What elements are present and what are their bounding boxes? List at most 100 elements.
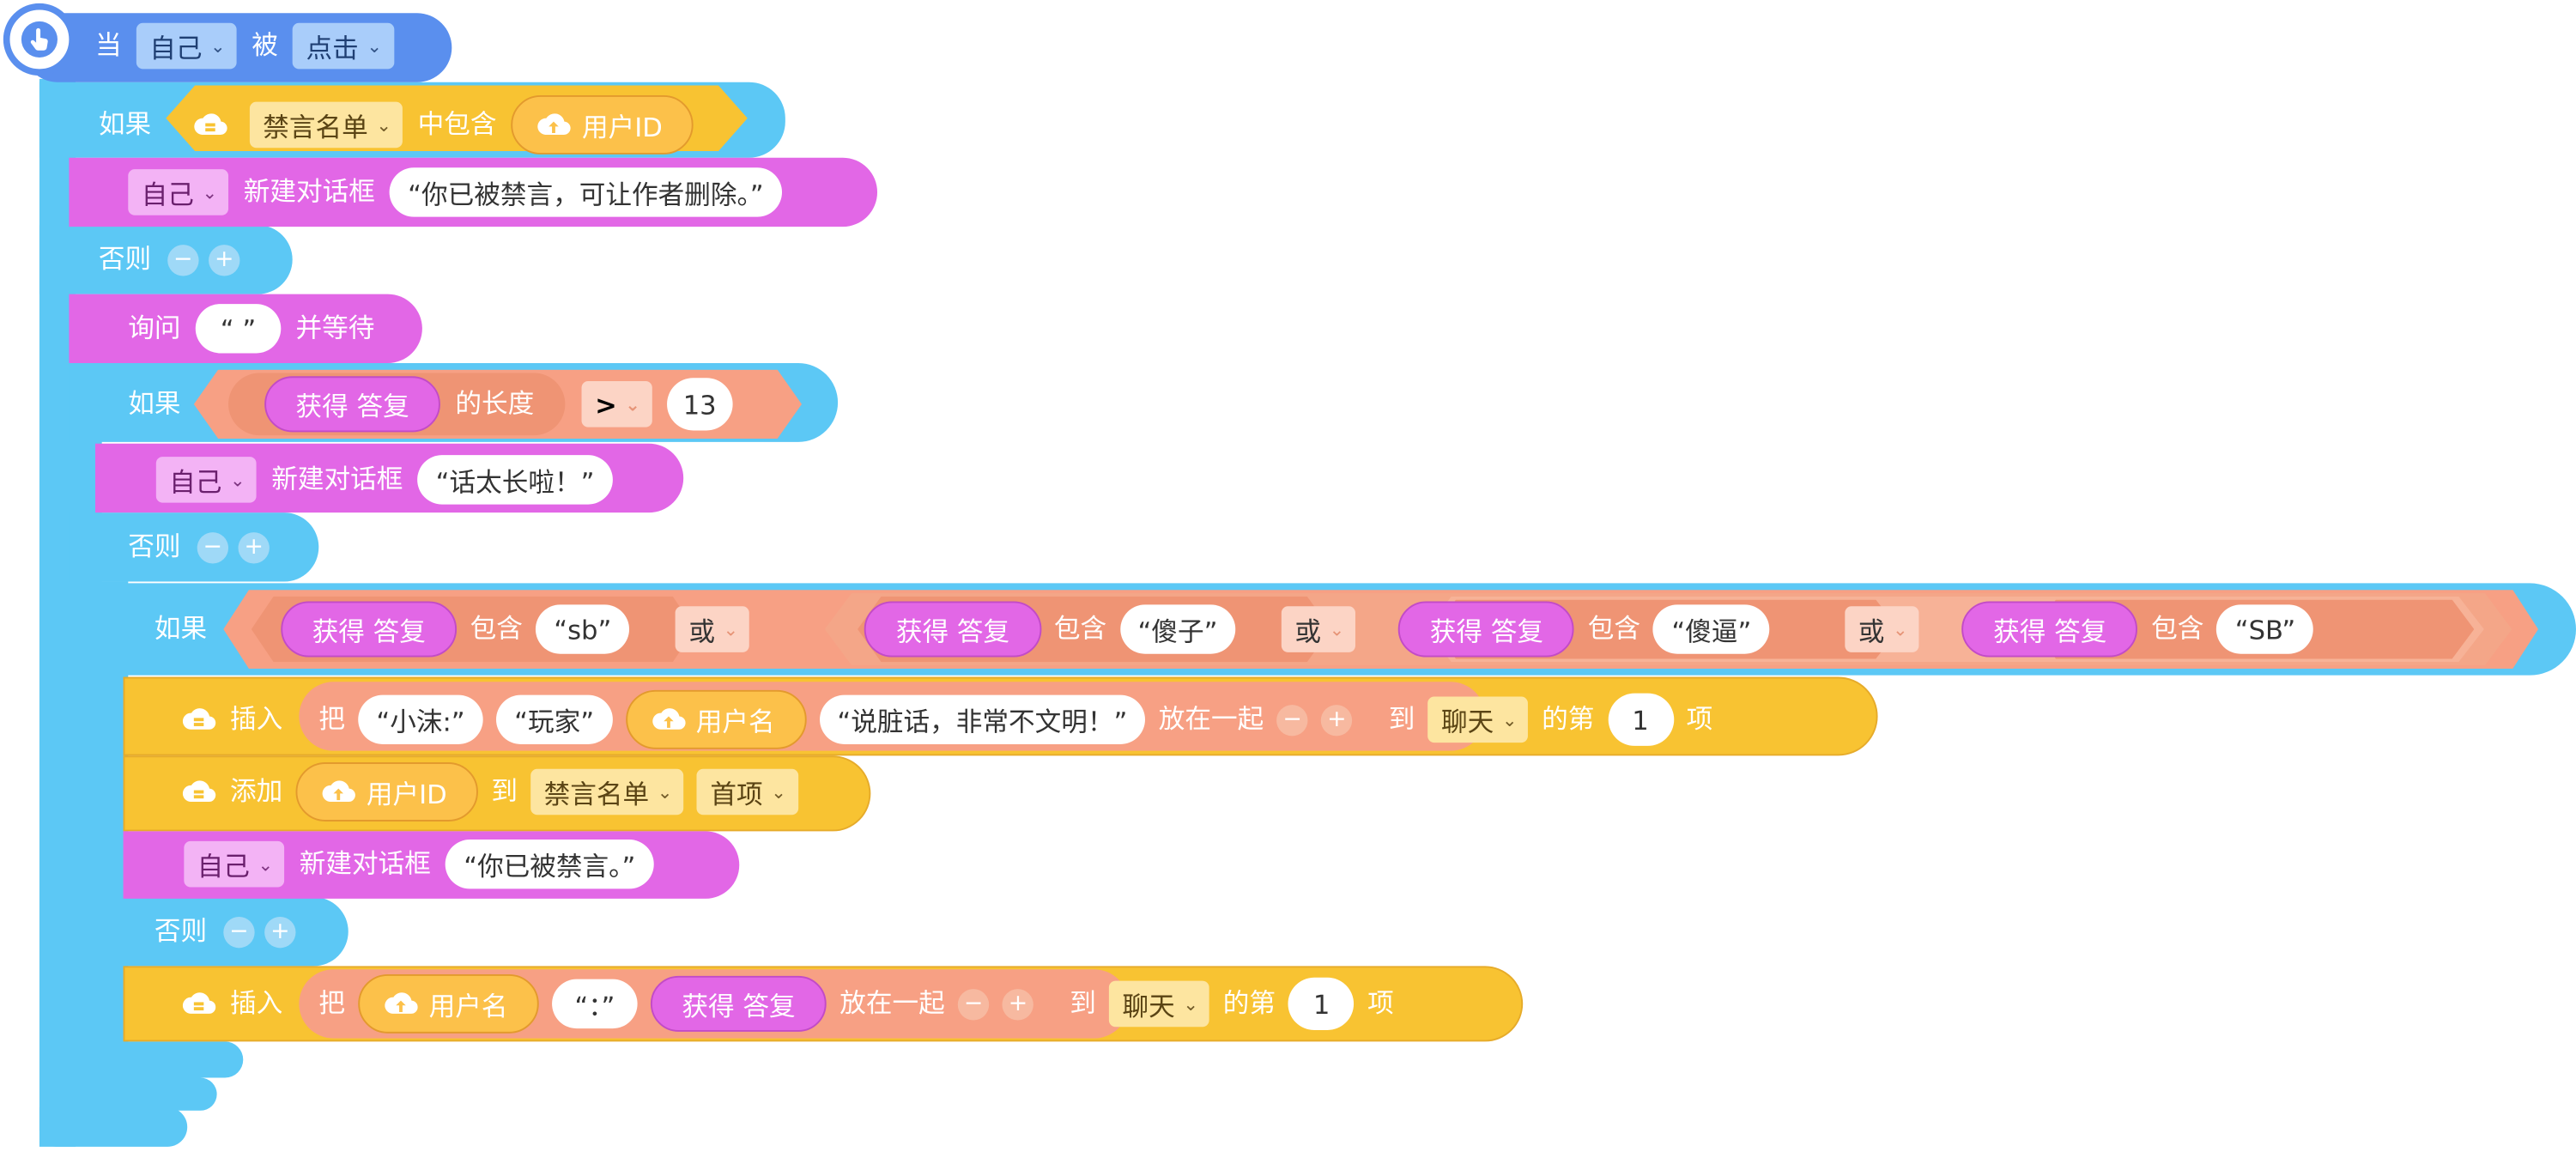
remove-join-item-button[interactable]: − [958,988,990,1020]
remove-join-item-button[interactable]: − [1276,704,1308,736]
contains-label: 包含 [1587,612,1640,645]
ask-text-input[interactable]: “ ” [195,304,282,354]
match-text-input[interactable]: “傻子” [1119,604,1236,654]
answer-reporter[interactable]: 获得 答复 [1398,601,1575,658]
cloud-variable-name: 用户名 [695,706,775,738]
else-label: 否则 [98,243,152,275]
compare-number-input[interactable]: 13 [666,378,733,431]
target-list-value: 聊天 [1122,991,1175,1022]
cloud-variable-username[interactable]: 用户名 [358,973,539,1034]
when-label: 当 [95,29,122,61]
if1-row: 如果 禁言名单 ⌄ 中包含 用户ID [99,95,694,155]
contains-label: 包含 [470,612,523,645]
or-dropdown[interactable]: 或 ⌄ [1282,606,1356,652]
answer-reporter[interactable]: 获得 答复 [650,975,827,1032]
index-input[interactable]: 1 [1607,693,1674,746]
add-branch-button[interactable]: + [264,915,296,948]
item-label: 项 [1686,703,1713,735]
chevron-down-icon: ⌄ [1183,992,1199,1015]
add-row: 添加 用户ID 到 禁言名单 ⌄ 首项 ⌄ [181,762,798,822]
cloud-upload-icon [383,989,419,1018]
is-label: 被 [252,29,278,61]
dialog-target-dropdown[interactable]: 自己 ⌄ [184,840,285,888]
cloud-variable-userid[interactable]: 用户ID [511,95,694,155]
if2-label: 如果 [128,387,181,420]
nth-label: 的第 [1222,987,1276,1019]
answer-reporter[interactable]: 获得 答复 [264,376,441,433]
target-list-dropdown[interactable]: 聊天 ⌄ [1427,696,1529,743]
chevron-down-icon: ⌄ [210,35,226,58]
event-row: 当 自己 ⌄ 被 点击 ⌄ [95,22,394,70]
else-header-bar[interactable] [39,225,293,294]
nth-label: 的第 [1542,703,1595,735]
dialog-target-dropdown[interactable]: 自己 ⌄ [128,169,229,215]
else3-row: 否则 − + [155,915,296,948]
chevron-down-icon: ⌄ [376,114,391,136]
cloud-database-icon [181,775,217,808]
or-value: 或 [1294,615,1322,648]
chevron-down-icon: ⌄ [367,35,382,58]
new-dialog-label: 新建对话框 [271,463,403,495]
dialog-target-value: 自己 [169,466,222,498]
chevron-down-icon: ⌄ [625,393,640,415]
sprite-dropdown[interactable]: 自己 ⌄ [136,22,238,70]
answer-reporter[interactable]: 获得 答复 [864,601,1041,658]
pointer-hand-icon [20,20,59,59]
to-label: 到 [491,775,518,807]
remove-branch-button[interactable]: − [223,915,255,948]
position-dropdown[interactable]: 首项 ⌄ [697,768,798,815]
join-text-input-1[interactable]: “小沫:” [358,694,483,744]
dialog-text-input[interactable]: “你已被禁言，可让作者删除。” [390,167,782,217]
remove-branch-button[interactable]: − [197,531,229,563]
match-text-input[interactable]: “SB” [2216,604,2314,654]
or-dropdown[interactable]: 或 ⌄ [676,606,750,652]
list-dropdown[interactable]: 禁言名单 ⌄ [249,101,403,149]
event-type-dropdown[interactable]: 点击 ⌄ [293,22,394,70]
or-dropdown[interactable]: 或 ⌄ [1845,606,1920,652]
dialog-text-input[interactable]: “你已被禁言。” [445,840,654,889]
contains-label: 包含 [2151,612,2204,645]
add-branch-button[interactable]: + [238,531,270,563]
add-join-item-button[interactable]: + [1002,988,1034,1020]
else-label: 否则 [128,530,181,562]
chevron-down-icon: ⌄ [657,781,673,803]
match-text-input[interactable]: “sb” [536,604,630,654]
add-branch-button[interactable]: + [209,244,240,276]
dialog-text-input[interactable]: “话太长啦！” [417,455,613,505]
put-label: 把 [318,987,345,1019]
target-list-value: 聊天 [1440,706,1494,738]
answer-reporter[interactable]: 获得 答复 [1961,601,2138,658]
ask-row: 询问 “ ” 并等待 [128,304,374,354]
index-input[interactable]: 1 [1288,977,1355,1031]
add-join-item-button[interactable]: + [1321,704,1353,736]
cloud-variable-userid[interactable]: 用户ID [295,762,479,822]
new-dialog-label: 新建对话框 [243,175,375,208]
else2-header-bar[interactable] [69,512,319,582]
join-text-input-3[interactable]: “说脏话，非常不文明！” [819,694,1146,744]
chevron-down-icon: ⌄ [1892,618,1908,640]
event-hat-circle[interactable] [3,3,76,76]
remove-branch-button[interactable]: − [167,244,199,276]
or-value: 或 [688,615,715,648]
if3-row: 如果 获得 答复 包含 “sb” 或 ⌄ 获得 答复 包含 “傻子” 或 ⌄ 获… [155,601,2314,658]
target-list-dropdown[interactable]: 禁言名单 ⌄ [530,768,684,815]
cloud-upload-icon [320,777,356,806]
ask-label: 询问 [128,312,181,344]
match-text-input[interactable]: “傻逼” [1653,604,1770,654]
join-label: 放在一起 [1158,703,1264,735]
compare-operator-dropdown[interactable]: > ⌄ [581,381,652,427]
cloud-variable-username[interactable]: 用户名 [625,689,807,749]
outer-bottom-cap [39,1106,188,1147]
or-value: 或 [1858,615,1885,648]
join-text-input-2[interactable]: “玩家” [496,694,613,744]
join-text-input-1[interactable]: “：” [552,979,638,1029]
dialog-target-dropdown[interactable]: 自己 ⌄ [155,457,258,503]
sprite-dropdown-value: 自己 [149,33,203,64]
else3-header-bar[interactable] [95,896,349,967]
else2-row: 否则 − + [128,530,270,563]
position-value: 首项 [710,779,763,810]
dialog-target-value: 自己 [141,179,194,210]
answer-reporter[interactable]: 获得 答复 [281,601,458,658]
target-list-dropdown[interactable]: 聊天 ⌄ [1109,980,1210,1028]
